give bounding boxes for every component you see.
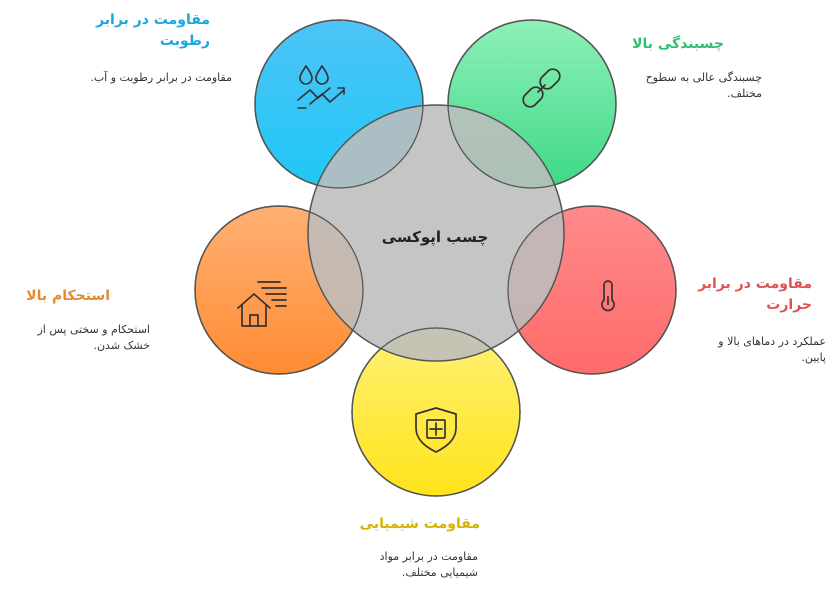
house-wind-icon: [237, 281, 287, 327]
strength-desc: استحکام و سختی پس از خشک شدن.: [37, 323, 151, 352]
thermometer-icon: [601, 280, 615, 312]
outline-chemical: [351, 327, 521, 497]
chemical-title: مقاومت شیمیایی: [359, 516, 480, 532]
outline-strength: [194, 205, 364, 375]
adhesion-title: چسبندگی بالا: [632, 36, 724, 52]
moisture-title: مقاومت در برابر رطوبت: [96, 12, 210, 49]
outline-adhesion: [447, 19, 617, 189]
center-title: چسب اپوکسی: [381, 228, 489, 246]
chain-link-icon: [522, 68, 561, 108]
moisture-desc: مقاومت در برابر رطوبت و آب.: [90, 71, 232, 84]
strength-title: استحکام بالا: [26, 288, 110, 304]
adhesion-desc: چسبندگی عالی به سطوح مختلف.: [645, 71, 762, 100]
center-circle: [307, 104, 565, 362]
outline-moisture: [254, 19, 424, 189]
heat-desc: عملکرد در دماهای بالا و پایین.: [718, 335, 826, 364]
chemical-desc: مقاومت در برابر مواد شیمیایی مختلف.: [379, 550, 478, 579]
shield-plus-icon: [415, 407, 457, 453]
heat-title: مقاومت در برابر حرارت: [698, 276, 812, 313]
outline-heat: [507, 205, 677, 375]
water-drops-icon: [297, 65, 345, 109]
